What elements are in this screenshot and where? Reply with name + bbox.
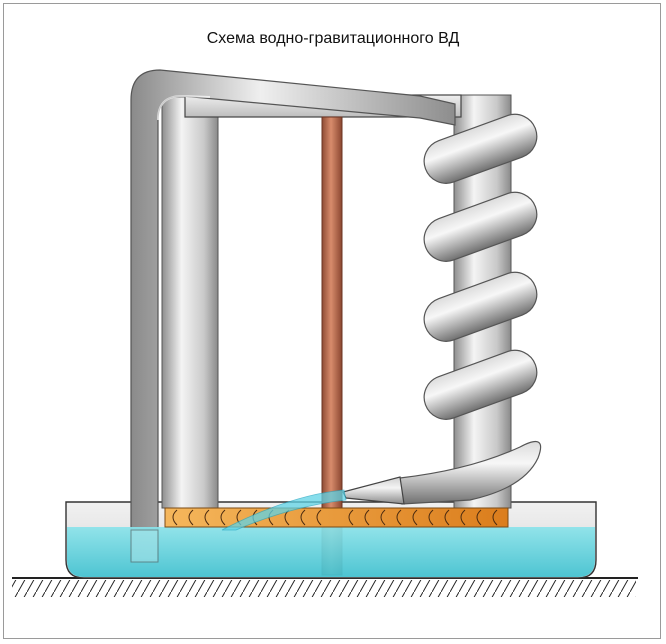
spiral-pipe <box>399 113 542 505</box>
left-column <box>161 96 219 509</box>
water-jet <box>221 489 347 531</box>
diagram-title: Схема водно-гравитационного ВД <box>206 30 460 47</box>
diagram-frame <box>3 3 661 639</box>
siphon-inlet <box>130 529 159 563</box>
siphon-pipe <box>130 69 456 561</box>
ground <box>12 577 638 597</box>
nozzle <box>342 476 405 505</box>
bottom-wheel <box>164 507 509 528</box>
central-rod <box>321 116 343 576</box>
water <box>67 527 595 577</box>
